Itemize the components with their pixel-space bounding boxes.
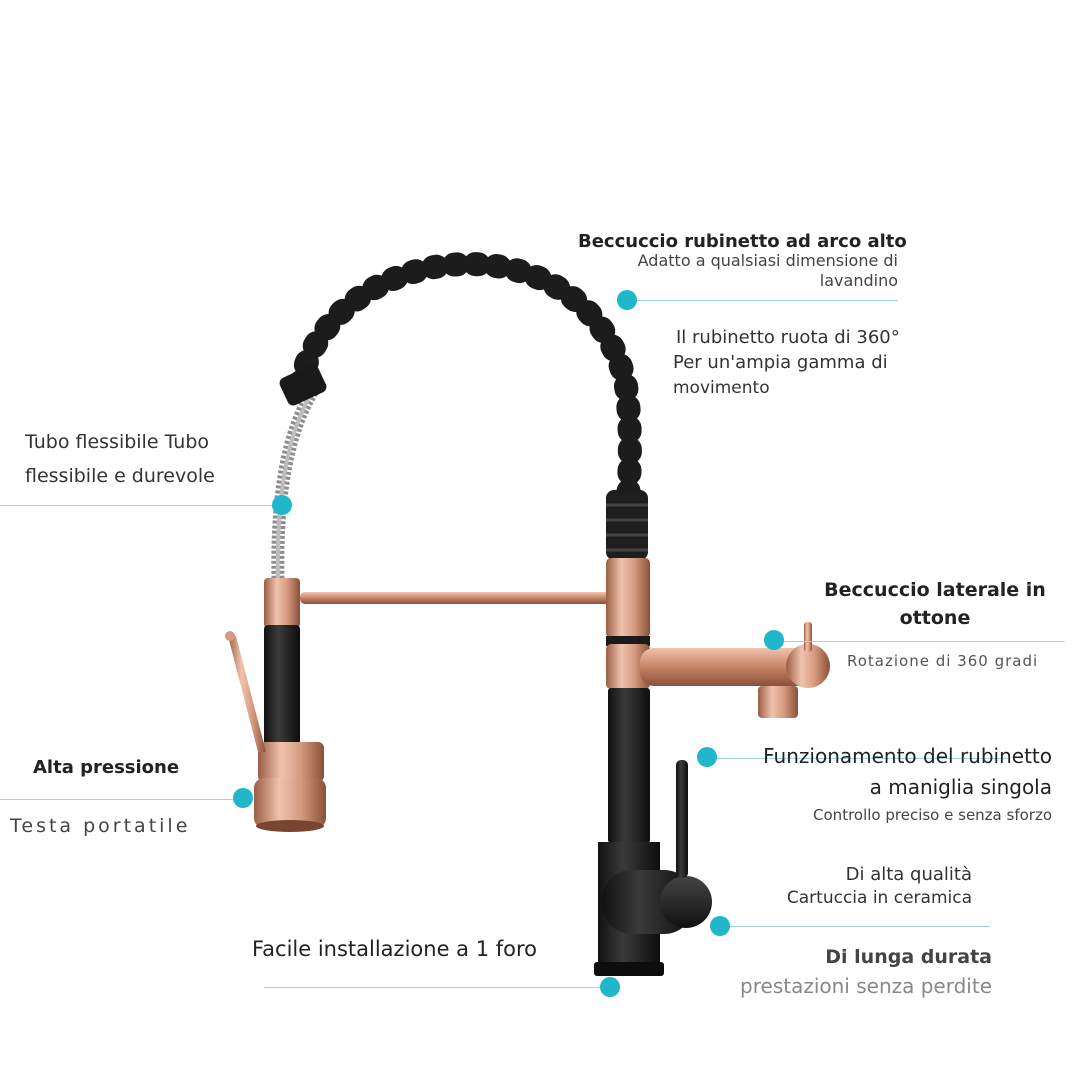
callout-durable-sub: prestazioni senza perdite (740, 974, 992, 998)
callout-side-spout-title2: ottone (899, 607, 971, 629)
side-spout (640, 648, 810, 686)
callout-pressure-sub: Testa portatile (10, 815, 191, 837)
callout-quality-line2: Cartuccia in ceramica (786, 888, 972, 908)
callout-dot-side-spout (764, 630, 784, 650)
callout-handle-sub: Controllo preciso e senza sforzo (813, 806, 1052, 824)
callout-dot-pressure (233, 788, 253, 808)
callout-rotation-line3: movimento (673, 378, 770, 398)
callout-pressure-title: Alta pressione (33, 757, 180, 778)
callout-hose-line1: Tubo flessibile Tubo (25, 431, 210, 453)
callout-install-text: Facile installazione a 1 foro (252, 937, 538, 961)
callout-arc-spout-line1: Adatto a qualsiasi dimensione di (637, 251, 898, 270)
callout-rotation-line2: Per un'ampia gamma di (673, 352, 888, 373)
spring-coil (288, 252, 642, 512)
callout-dot-quality (710, 916, 730, 936)
callout-side-spout-sub: Rotazione di 360 gradi (847, 652, 1039, 670)
leader-line-side-spout (775, 641, 1065, 642)
leader-line-pressure (0, 799, 244, 800)
callout-handle-line2: a maniglia singola (869, 775, 1052, 799)
callout-arc-spout-title: Beccuccio rubinetto ad arco alto (578, 231, 907, 252)
leader-line-install (264, 987, 610, 988)
callout-quality-line1: Di alta qualità (845, 864, 972, 885)
callout-dot-hose (272, 495, 292, 515)
callout-rotation-line1: Il rubinetto ruota di 360° (676, 327, 900, 348)
leader-line-hose (0, 505, 282, 506)
leader-line-handle (708, 758, 1008, 759)
faucet-handle (676, 760, 688, 878)
callout-durable-title: Di lunga durata (825, 946, 992, 968)
callout-handle-line1: Funzionamento del rubinetto (763, 744, 1052, 768)
callout-hose-line2: flessibile e durevole (25, 465, 215, 487)
leader-line-arc-spout (628, 300, 898, 301)
callout-arc-spout-line2: lavandino (819, 271, 898, 290)
callout-dot-install (600, 977, 620, 997)
callout-dot-arc-spout (617, 290, 637, 310)
holder-bar (300, 592, 612, 604)
leader-line-quality (720, 926, 990, 927)
callout-side-spout-title1: Beccuccio laterale in (824, 579, 1046, 601)
spray-trigger (228, 636, 266, 752)
spray-collar (279, 364, 327, 406)
callout-dot-handle (697, 747, 717, 767)
